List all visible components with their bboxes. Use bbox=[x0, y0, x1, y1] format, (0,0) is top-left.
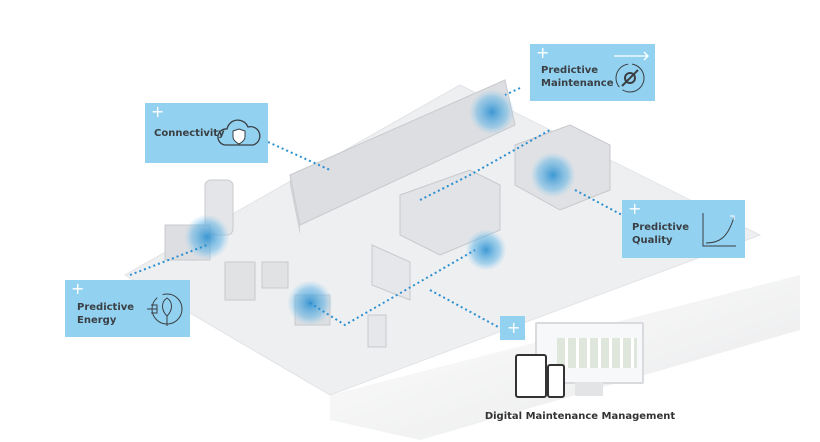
cabinet bbox=[224, 261, 256, 301]
plus-icon: + bbox=[536, 43, 550, 62]
card-predictive-maintenance[interactable]: + Predictive Maintenance bbox=[530, 44, 655, 101]
card-label: Connectivity bbox=[154, 128, 225, 139]
card-predictive-energy[interactable]: + Predictive Energy bbox=[65, 280, 190, 337]
partition-wall bbox=[371, 244, 411, 301]
connector-line bbox=[574, 189, 623, 216]
connector-line bbox=[267, 141, 331, 171]
label-line1: Predictive bbox=[541, 65, 599, 76]
pillar bbox=[367, 314, 387, 348]
highlight-maintenance bbox=[470, 90, 514, 134]
plus-icon: + bbox=[628, 199, 642, 218]
connector-line bbox=[429, 289, 501, 329]
caption-digital-maintenance: Digital Maintenance Management bbox=[484, 411, 676, 422]
gear-wrench-icon bbox=[614, 51, 649, 93]
cabinet-small bbox=[261, 261, 289, 289]
connector-line bbox=[129, 244, 208, 276]
devices-illustration bbox=[515, 322, 655, 402]
card-predictive-quality[interactable]: + Predictive Quality bbox=[622, 200, 745, 258]
label-line2: Maintenance bbox=[541, 78, 614, 89]
card-connectivity[interactable]: + Connectivity bbox=[145, 103, 268, 163]
plus-icon: + bbox=[151, 102, 165, 121]
highlight-quality bbox=[531, 153, 575, 197]
label-line2: Energy bbox=[77, 315, 117, 326]
connector-line bbox=[309, 249, 476, 327]
machine-row-side bbox=[290, 175, 300, 235]
plus-icon: + bbox=[507, 318, 521, 337]
tablet bbox=[515, 354, 547, 398]
monitor-stand bbox=[575, 382, 603, 396]
phone bbox=[547, 364, 565, 398]
plus-icon: + bbox=[71, 279, 85, 298]
label-line1: Predictive bbox=[632, 222, 690, 233]
plug-leaf-icon bbox=[147, 293, 183, 326]
monitor-screen-content bbox=[557, 338, 637, 368]
connector-line bbox=[419, 129, 551, 201]
highlight-center bbox=[466, 230, 506, 270]
highlight-energy bbox=[185, 215, 229, 259]
label-line2: Quality bbox=[632, 235, 673, 246]
cloud-shield-icon bbox=[217, 119, 261, 146]
plus-button-dmm[interactable]: + bbox=[500, 316, 525, 340]
curve-chart-icon bbox=[702, 213, 736, 247]
connector-lines bbox=[129, 87, 623, 329]
label-line1: Predictive bbox=[77, 302, 135, 313]
